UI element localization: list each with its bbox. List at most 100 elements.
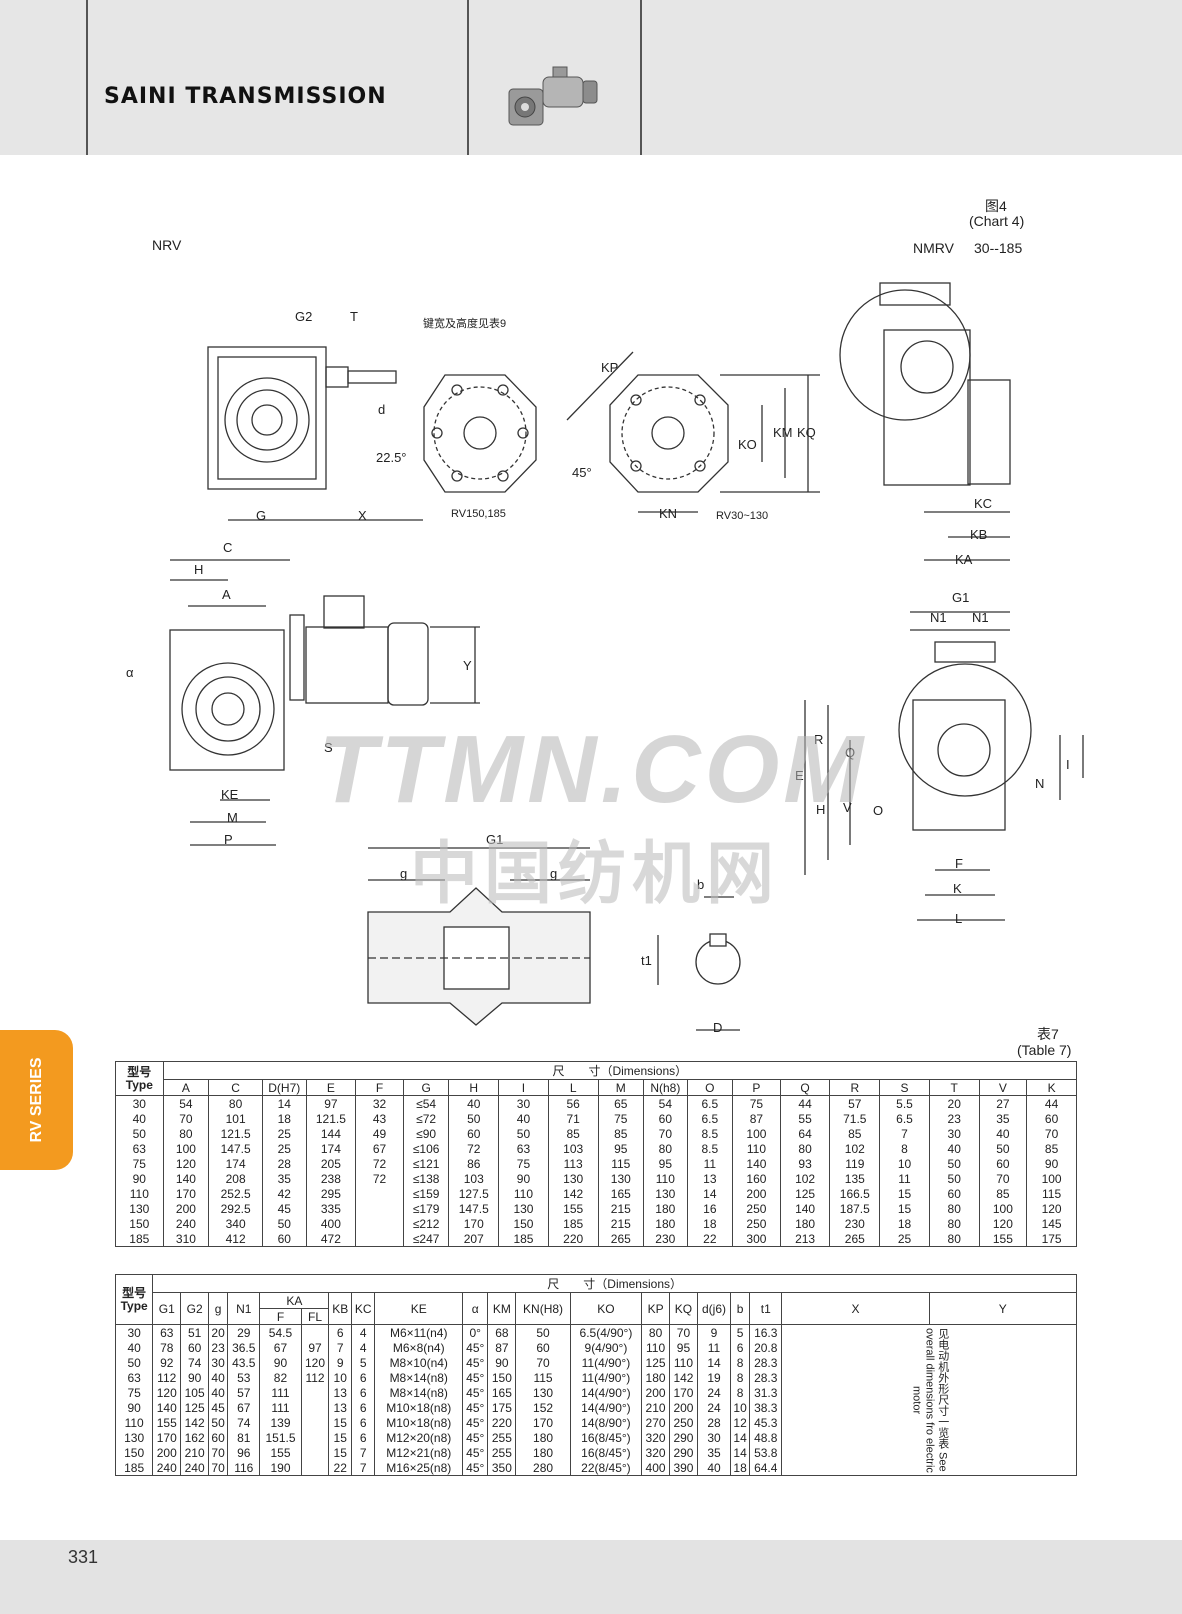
table-cell: 6 — [351, 1430, 376, 1445]
table-cell: 102 — [779, 1171, 831, 1186]
table-cell: 6.5 — [879, 1111, 930, 1126]
table-cell: 11(4/90°) — [569, 1355, 643, 1370]
nmrv-range: 30--185 — [974, 240, 1023, 256]
table-cell: 100 — [732, 1126, 781, 1141]
table-cell: 57 — [227, 1385, 261, 1400]
table-cell: 60 — [180, 1340, 210, 1355]
table-cell: 100 — [162, 1141, 210, 1156]
table-cell: 9 — [696, 1324, 732, 1340]
table-cell: 121.5 — [305, 1111, 357, 1126]
table-cell: 142 — [669, 1370, 698, 1385]
nrv-body-outline — [207, 346, 327, 490]
table-cell: 412 — [208, 1231, 264, 1247]
table-cell — [300, 1430, 330, 1445]
column-subheader: F — [259, 1308, 302, 1325]
column-header: O — [686, 1079, 734, 1096]
table-cell: 8.5 — [686, 1126, 734, 1141]
table-cell: 14(4/90°) — [569, 1400, 643, 1415]
table-cell: 54.5 — [259, 1324, 302, 1340]
table-cell: 130 — [498, 1201, 549, 1216]
table-cell: M6×11(n4) — [374, 1324, 464, 1340]
table-cell: 45° — [462, 1355, 489, 1370]
table-cell: 95 — [597, 1141, 645, 1156]
table-cell: 14(8/90°) — [569, 1415, 643, 1430]
table-cell: 13 — [328, 1400, 353, 1415]
table-cell: 70 — [978, 1171, 1028, 1186]
table-cell: 121.5 — [208, 1126, 264, 1141]
table-cell: 10 — [328, 1370, 353, 1385]
table-cell — [355, 1201, 404, 1216]
table-cell: 250 — [732, 1216, 781, 1231]
table-cell: 165 — [487, 1385, 517, 1400]
column-header: G1 — [152, 1292, 182, 1325]
table-cell: 43 — [355, 1111, 404, 1126]
table-cell: 115 — [515, 1370, 571, 1385]
table-cell: 14 — [730, 1445, 751, 1460]
table-cell: 93 — [779, 1156, 831, 1171]
table-cell: 207 — [448, 1231, 500, 1247]
dim-kn: KN — [659, 506, 678, 521]
table-cell: 25 — [262, 1126, 307, 1141]
table-cell: 40 — [208, 1370, 229, 1385]
column-header: Q — [779, 1079, 831, 1096]
table-cell: 170 — [669, 1385, 698, 1400]
table-cell: 472 — [305, 1231, 357, 1247]
table-cell — [300, 1400, 330, 1415]
table-cell: 127.5 — [448, 1186, 500, 1201]
watermark-url: TTMN.COM — [318, 716, 868, 823]
column-header: M — [597, 1079, 645, 1096]
table-cell: 97 — [300, 1340, 330, 1355]
table-cell: 50 — [928, 1156, 980, 1171]
table-cell: 43.5 — [227, 1355, 261, 1370]
table-cell: 30 — [498, 1095, 549, 1111]
column-header: G2 — [180, 1292, 210, 1325]
table-cell: 42 — [262, 1186, 307, 1201]
table-cell: 120 — [300, 1355, 330, 1370]
table-cell: 92 — [152, 1355, 182, 1370]
type-en: Type — [120, 1298, 148, 1313]
table-cell: ≤106 — [402, 1141, 450, 1156]
column-header: X — [781, 1292, 930, 1325]
table-cell: 40 — [115, 1111, 164, 1126]
table-cell: 6 — [351, 1385, 376, 1400]
table-cell: 18 — [686, 1216, 734, 1231]
dim-m: M — [227, 810, 238, 825]
table-cell: 90 — [498, 1171, 549, 1186]
table-cell: 6.5 — [686, 1095, 734, 1111]
type-cn: 型号 — [127, 1064, 152, 1079]
figure-caption-cn: 图4 — [985, 198, 1007, 214]
table-cell: 6 — [351, 1415, 376, 1430]
table-cell: 60 — [515, 1340, 571, 1355]
table-cell: 70 — [208, 1460, 229, 1476]
table-cell: 60 — [1026, 1111, 1077, 1126]
table-cell: 185 — [115, 1231, 164, 1247]
table-cell: 75 — [498, 1156, 549, 1171]
table-cell: 85 — [597, 1126, 645, 1141]
table-cell: 140 — [732, 1156, 781, 1171]
column-header: KM — [487, 1292, 517, 1325]
table-cell: 300 — [732, 1231, 781, 1247]
table-cell: 400 — [305, 1216, 357, 1231]
column-header: R — [829, 1079, 881, 1096]
table-cell — [355, 1186, 404, 1201]
column-header: I — [498, 1079, 549, 1096]
table-cell: 13 — [686, 1171, 734, 1186]
key-note: 键宽及高度见表9 — [423, 318, 507, 330]
table-cell: 280 — [515, 1460, 571, 1476]
table-cell: 130 — [547, 1171, 599, 1186]
table-cell: 5 — [730, 1324, 751, 1340]
table-cell: ≤54 — [402, 1095, 450, 1111]
dim-km: KM — [773, 425, 793, 440]
table-cell: 63 — [115, 1141, 164, 1156]
table-cell: 49 — [355, 1126, 404, 1141]
table-cell: 130 — [115, 1201, 164, 1216]
table-cell: 8 — [879, 1141, 930, 1156]
table-cell: 45° — [462, 1415, 489, 1430]
column-header: KP — [641, 1292, 671, 1325]
column-header: N1 — [227, 1292, 261, 1325]
table-cell: 14 — [686, 1186, 734, 1201]
table-cell: 32 — [355, 1095, 404, 1111]
dim-ko: KO — [738, 437, 757, 452]
